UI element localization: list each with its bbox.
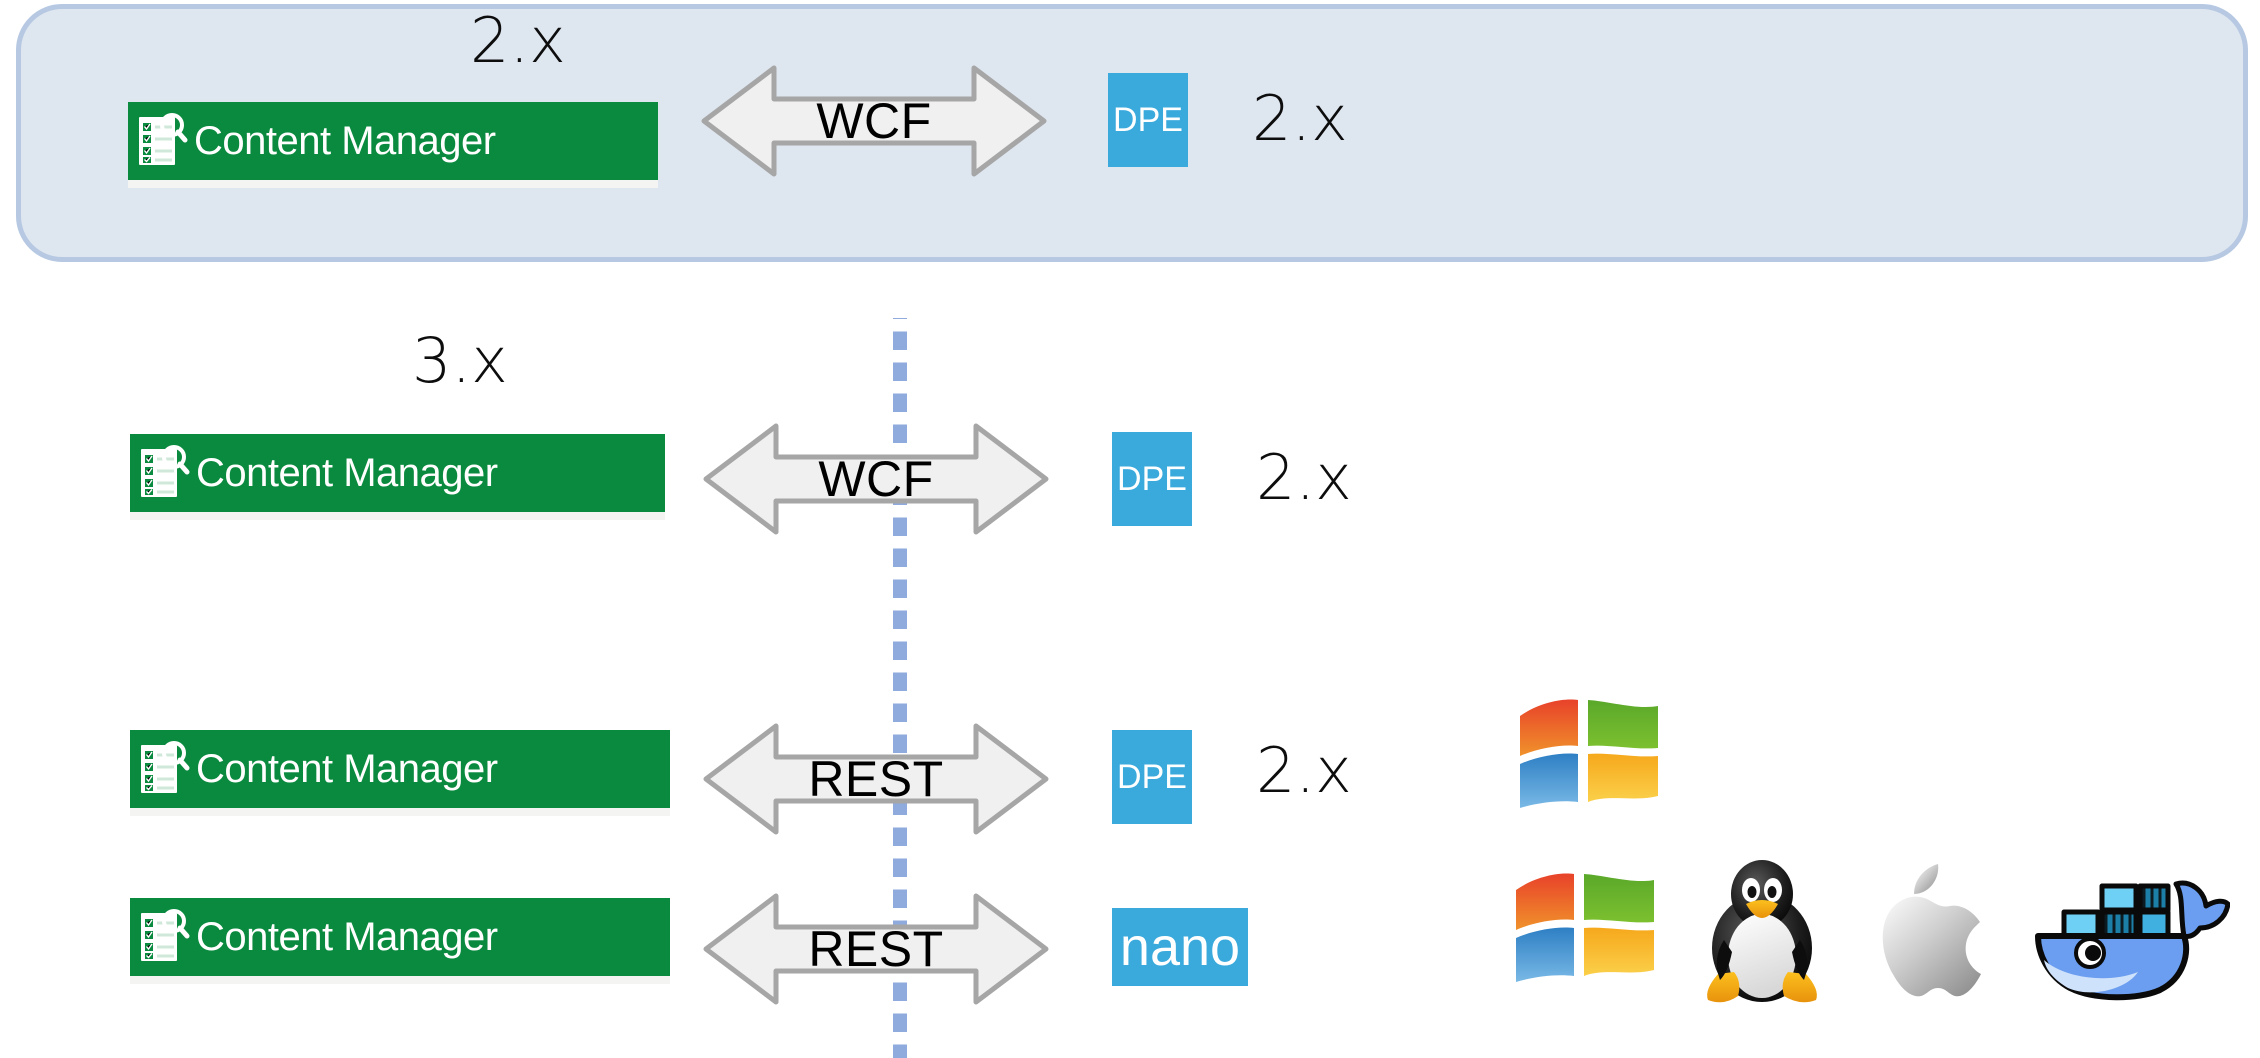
service-box-label: DPE	[1117, 757, 1187, 796]
content-manager-bar-body: Content Manager	[130, 898, 670, 976]
protocol-arrow-rest-1[interactable]: REST	[702, 720, 1050, 838]
service-box-label: nano	[1119, 917, 1241, 977]
protocol-arrow-wcf-2[interactable]: WCF	[702, 420, 1050, 538]
row-version-label-3x: 3.x	[412, 324, 508, 397]
content-manager-label: Content Manager	[196, 747, 498, 791]
content-manager-bar-body: Content Manager	[130, 434, 665, 512]
protocol-label: REST	[808, 921, 944, 977]
content-manager-label: Content Manager	[194, 119, 496, 163]
content-manager-bar[interactable]: Content Manager	[130, 434, 665, 520]
content-manager-bar-body: Content Manager	[130, 730, 670, 808]
protocol-arrow-wcf-1[interactable]: WCF	[700, 62, 1048, 180]
service-version-label: 2.x	[1256, 441, 1352, 514]
windows-icon	[1512, 692, 1668, 812]
windows-icon	[1508, 866, 1664, 986]
checklist-search-icon	[138, 445, 190, 501]
service-box-dpe[interactable]: DPE	[1108, 73, 1188, 167]
service-box-label: DPE	[1117, 459, 1187, 498]
protocol-label: WCF	[816, 93, 932, 149]
service-box-label: DPE	[1113, 100, 1183, 139]
content-manager-bar-underline	[128, 180, 658, 188]
service-box-dpe[interactable]: DPE	[1112, 432, 1192, 526]
service-box-dpe[interactable]: DPE	[1112, 730, 1192, 824]
content-manager-bar[interactable]: Content Manager	[130, 730, 670, 816]
checklist-search-icon	[138, 741, 190, 797]
checklist-search-icon	[138, 909, 190, 965]
checklist-search-icon	[136, 113, 188, 169]
content-manager-bar-underline	[130, 808, 670, 816]
docker-whale-icon	[2034, 856, 2230, 1006]
content-manager-bar[interactable]: Content Manager	[128, 102, 658, 188]
panel-version-label: 2.x	[470, 4, 566, 77]
content-manager-label: Content Manager	[196, 451, 498, 495]
service-version-label: 2.x	[1256, 734, 1352, 807]
protocol-label: REST	[808, 751, 944, 807]
content-manager-label: Content Manager	[196, 915, 498, 959]
content-manager-bar-body: Content Manager	[128, 102, 658, 180]
apple-icon	[1866, 856, 1992, 1006]
linux-penguin-icon	[1694, 856, 1830, 1006]
protocol-arrow-rest-2[interactable]: REST	[702, 890, 1050, 1008]
service-version-label: 2.x	[1252, 82, 1348, 155]
content-manager-bar-underline	[130, 976, 670, 984]
service-box-nano[interactable]: nano	[1112, 908, 1248, 986]
content-manager-bar-underline	[130, 512, 665, 520]
protocol-label: WCF	[818, 451, 934, 507]
content-manager-bar[interactable]: Content Manager	[130, 898, 670, 984]
